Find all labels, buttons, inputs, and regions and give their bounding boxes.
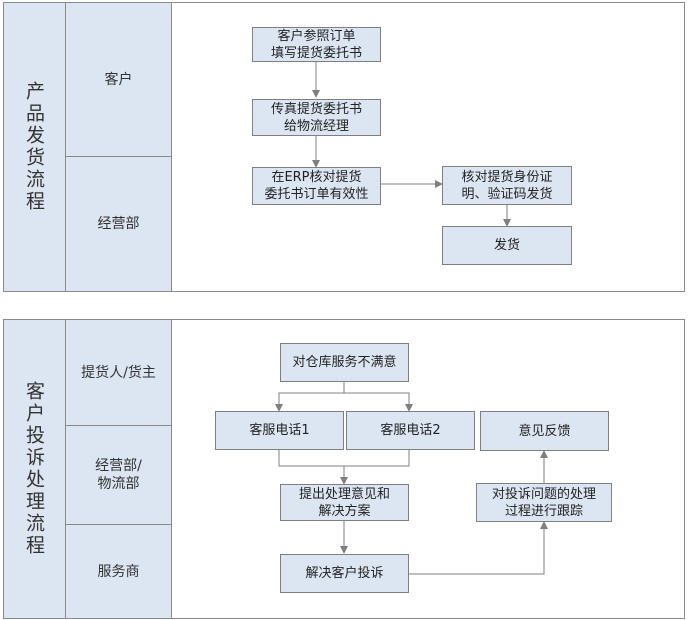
role-customer: 客户 <box>104 71 133 88</box>
panel1-title: 产品发货流程 <box>23 81 45 213</box>
panel2-title: 客户投诉处理流程 <box>23 381 45 557</box>
role-business-logistics: 经营部/ 物流部 <box>66 425 171 524</box>
step-feedback: 意见反馈 <box>480 411 609 451</box>
step-dissatisfied-with-warehouse: 对仓库服务不满意 <box>280 343 409 382</box>
step-propose-solution: 提出处理意见和 解决方案 <box>280 484 409 521</box>
panel2-title-column: 客户投诉处理流程 <box>4 320 66 618</box>
step-resolve-complaint: 解决客户投诉 <box>280 554 409 593</box>
panel2-roles-column: 提货人/货主 经营部/ 物流部 服务商 <box>66 320 172 618</box>
panel1-title-column: 产品发货流程 <box>4 3 66 291</box>
step-fill-delivery-request: 客户参照订单 填写提货委托书 <box>252 27 381 62</box>
role-service-provider: 服务商 <box>66 524 171 618</box>
panel1-roles-column: 客户 经营部 <box>66 3 172 291</box>
step-track-complaint: 对投诉问题的处理 过程进行跟踪 <box>476 483 612 522</box>
step-fax-to-logistics-manager: 传真提货委托书 给物流经理 <box>252 99 381 136</box>
step-service-hotline-1: 客服电话1 <box>215 411 344 450</box>
role-consignee-owner: 提货人/货主 <box>81 364 156 381</box>
step-verify-order-in-erp: 在ERP核对提货 委托书订单有效性 <box>252 167 381 205</box>
step-ship: 发货 <box>442 226 572 265</box>
step-service-hotline-2: 客服电话2 <box>346 411 475 450</box>
role-business-dept: 经营部 <box>66 156 171 291</box>
step-verify-identity: 核对提货身份证 明、验证码发货 <box>442 166 572 205</box>
